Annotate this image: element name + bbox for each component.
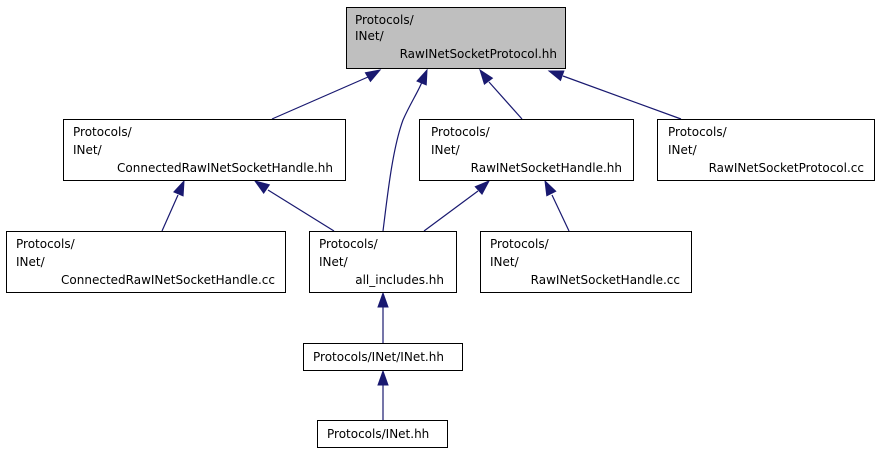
edge-connected_hh-to-root [271,69,382,120]
arrowhead-icon [253,180,271,194]
node-all-includes-hh[interactable]: Protocols/ INet/ all_includes.hh [309,231,457,293]
edge-line [423,190,479,232]
node-label-line: ConnectedRawINetSocketHandle.cc [61,273,275,287]
node-label-line: RawINetSocketProtocol.hh [399,47,557,61]
edge-all_includes-to-connected_hh [253,180,335,232]
node-label-line: INet/ [73,143,102,157]
edge-line [551,194,570,232]
node-label-line: Protocols/ [431,125,490,139]
arrowhead-icon [547,70,565,82]
node-label-line: Protocols/ [355,13,414,27]
node-label-line: INet/ [355,29,384,43]
node-inet-inet-hh[interactable]: Protocols/INet/INet.hh [303,343,463,371]
node-label-line: Protocols/ [73,125,132,139]
node-connectedrawinetsockethandle-hh[interactable]: Protocols/ INet/ ConnectedRawINetSocketH… [63,119,346,181]
node-rawinetsocketprotocol-cc[interactable]: Protocols/ INet/ RawINetSocketProtocol.c… [657,119,875,181]
node-label-line: INet/ [668,143,697,157]
node-label-line: INet/ [490,255,519,269]
edge-line [267,189,335,232]
edge-line [488,81,523,120]
node-connectedrawinetsockethandle-cc[interactable]: Protocols/ INet/ ConnectedRawINetSocketH… [6,231,286,293]
node-label-line: Protocols/INet/INet.hh [313,350,444,364]
node-label-line: Protocols/ [16,237,75,251]
arrowhead-icon [544,179,557,197]
node-label-line: ConnectedRawINetSocketHandle.hh [117,161,333,175]
node-label-line: Protocols/INet.hh [327,427,430,441]
node-rawinetsockethandle-cc[interactable]: Protocols/ INet/ RawINetSocketHandle.cc [480,231,692,293]
edge-line [271,76,369,120]
arrowhead-icon [173,179,185,197]
node-label-line: Protocols/ [490,237,549,251]
node-label-line: Protocols/ [319,237,378,251]
arrowhead-icon [479,68,494,86]
edge-all_includes-to-root [382,68,428,232]
node-label-line: RawINetSocketHandle.hh [470,161,622,175]
edge-line [562,75,682,120]
node-rawinetsockethandle-hh[interactable]: Protocols/ INet/ RawINetSocketHandle.hh [419,119,634,181]
edge-line [161,194,179,232]
node-label-line: INet/ [16,255,45,269]
arrowhead-icon [416,68,428,86]
edge-connected_cc-to-connected_hh [161,179,185,232]
edge-line [382,81,423,232]
edge-handle_hh-to-root [479,68,523,120]
arrowhead-icon [377,291,389,308]
node-label-line: INet/ [319,255,348,269]
edge-protocol_cc-to-root [547,70,682,120]
arrowhead-icon [364,69,382,83]
node-label-line: all_includes.hh [355,273,444,287]
node-rawinetsocketprotocol-hh: Protocols/ INet/ RawINetSocketProtocol.h… [346,7,566,69]
node-label-line: INet/ [431,143,460,157]
edge-handle_cc-to-handle_hh [544,179,570,232]
node-label-line: RawINetSocketHandle.cc [530,273,680,287]
arrowhead-icon [377,369,389,386]
arrowhead-icon [474,180,491,195]
node-label-line: RawINetSocketProtocol.cc [708,161,864,175]
node-inet-hh[interactable]: Protocols/INet.hh [317,420,448,448]
node-label-line: Protocols/ [668,125,727,139]
edge-inet_hh-to-inet_inet_hh [377,369,389,420]
edge-inet_inet_hh-to-all_includes [377,291,389,343]
edge-all_includes-to-handle_hh [423,180,491,232]
